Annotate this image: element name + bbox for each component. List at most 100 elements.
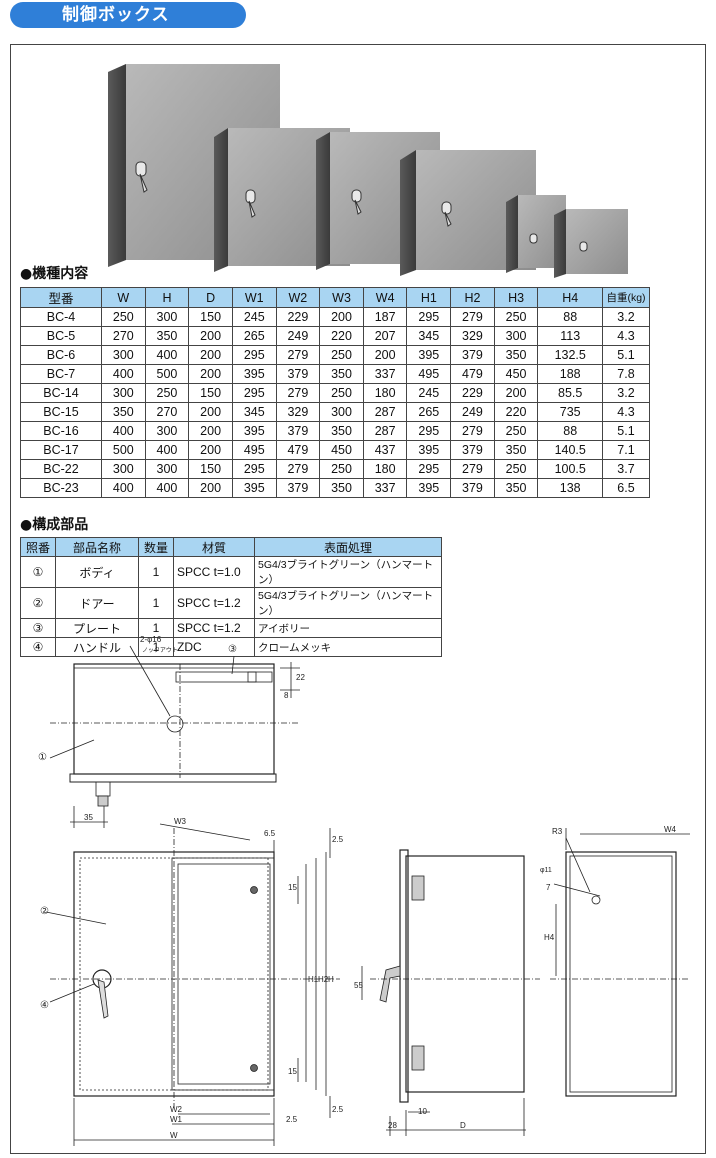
spec-table-cell: 337 bbox=[362, 478, 408, 498]
spec-table-cell: 249 bbox=[275, 326, 321, 346]
spec-table-cell: 495 bbox=[231, 440, 277, 460]
spec-table-cell: 295 bbox=[406, 459, 452, 479]
spec-table-cell: 88 bbox=[537, 307, 603, 327]
back-view bbox=[550, 828, 690, 1097]
spec-table-cell: 138 bbox=[537, 478, 603, 498]
spec-header-cell: W2 bbox=[275, 287, 321, 308]
spec-table-cell: 379 bbox=[450, 478, 495, 498]
spec-table-cell: 250 bbox=[144, 383, 190, 403]
spec-table-cell: 188 bbox=[537, 364, 603, 384]
spec-table-cell: 395 bbox=[406, 478, 452, 498]
dim-35: 35 bbox=[84, 813, 93, 822]
parts-header-cell: 表面処理 bbox=[254, 537, 442, 557]
spec-table-cell: 300 bbox=[144, 421, 190, 441]
spec-table-cell: 229 bbox=[275, 307, 321, 327]
spec-table-cell: 85.5 bbox=[537, 383, 603, 403]
spec-table-cell: 4.3 bbox=[602, 402, 650, 422]
spec-table-cell: 379 bbox=[275, 421, 321, 441]
side-view bbox=[361, 849, 540, 1136]
page-title: 制御ボックス bbox=[10, 2, 246, 28]
spec-table-cell: BC-5 bbox=[20, 326, 102, 346]
spec-table-cell: 180 bbox=[362, 383, 408, 403]
spec-table-cell: 250 bbox=[101, 307, 146, 327]
spec-header-cell: 自重(kg) bbox=[602, 287, 650, 308]
spec-table-cell: BC-23 bbox=[20, 478, 102, 498]
spec-table-cell: 300 bbox=[493, 326, 539, 346]
spec-table-cell: 3.7 bbox=[602, 459, 650, 479]
spec-table-cell: 200 bbox=[319, 307, 364, 327]
spec-table-cell: 150 bbox=[188, 383, 233, 403]
dim-2-5-bottom: 2.5 bbox=[332, 1105, 344, 1114]
dim-22: 22 bbox=[296, 673, 305, 682]
spec-table-cell: 400 bbox=[144, 440, 190, 460]
spec-table-cell: 437 bbox=[362, 440, 408, 460]
spec-table-cell: 295 bbox=[231, 459, 277, 479]
spec-table-cell: 400 bbox=[144, 345, 190, 365]
dim-w4: W4 bbox=[664, 825, 677, 834]
spec-table-cell: 200 bbox=[188, 326, 233, 346]
spec-table-cell: 300 bbox=[144, 459, 190, 479]
dim-phi11: φ11 bbox=[540, 867, 552, 874]
spec-table-cell: 279 bbox=[275, 383, 321, 403]
spec-header-cell: D bbox=[188, 287, 233, 308]
spec-table-cell: 287 bbox=[362, 421, 408, 441]
spec-table-cell: 295 bbox=[231, 383, 277, 403]
knockout-label: 2-φ16 bbox=[140, 635, 162, 644]
spec-table-cell: 200 bbox=[188, 478, 233, 498]
spec-header-cell: H bbox=[144, 287, 190, 308]
spec-table-cell: 279 bbox=[275, 459, 321, 479]
dim-7: 7 bbox=[546, 883, 551, 892]
front-view bbox=[45, 823, 340, 1146]
spec-table-cell: 200 bbox=[188, 421, 233, 441]
section-heading-parts: ●構成部品 bbox=[20, 517, 89, 533]
spec-table-cell: 295 bbox=[406, 421, 452, 441]
spec-table-cell: 400 bbox=[101, 478, 146, 498]
spec-table-cell: 220 bbox=[319, 326, 364, 346]
spec-table-cell: 345 bbox=[406, 326, 452, 346]
spec-table-cell: 7.8 bbox=[602, 364, 650, 384]
spec-table-cell: 250 bbox=[319, 345, 364, 365]
spec-table-cell: 200 bbox=[362, 345, 408, 365]
spec-table-cell: 250 bbox=[493, 307, 539, 327]
parts-table-cell: ハンドル bbox=[55, 637, 139, 657]
spec-table-cell: 279 bbox=[450, 421, 495, 441]
spec-table-cell: 350 bbox=[101, 402, 146, 422]
spec-table-cell: 279 bbox=[450, 307, 495, 327]
spec-table-cell: 220 bbox=[493, 402, 539, 422]
spec-table-cell: 187 bbox=[362, 307, 408, 327]
spec-table-cell: 250 bbox=[319, 383, 364, 403]
spec-header-cell: H3 bbox=[493, 287, 539, 308]
dim-w1: W1 bbox=[170, 1115, 183, 1124]
spec-table-cell: 395 bbox=[231, 478, 277, 498]
dim-r3: R3 bbox=[552, 827, 563, 836]
spec-table-cell: 180 bbox=[362, 459, 408, 479]
spec-table-cell: 395 bbox=[231, 421, 277, 441]
parts-table-cell: 1 bbox=[138, 556, 174, 588]
parts-table-cell: 5G4/3ブライトグリーン（ハンマートン） bbox=[254, 587, 442, 619]
spec-table-cell: 270 bbox=[144, 402, 190, 422]
spec-table-cell: 265 bbox=[406, 402, 452, 422]
dim-28: 28 bbox=[388, 1121, 397, 1130]
spec-table-cell: 200 bbox=[188, 345, 233, 365]
spec-table-cell: 400 bbox=[101, 421, 146, 441]
parts-table-cell: クロームメッキ bbox=[254, 637, 442, 657]
spec-header-cell: W bbox=[101, 287, 146, 308]
parts-header-cell: 照番 bbox=[20, 537, 56, 557]
spec-header-cell: H4 bbox=[537, 287, 603, 308]
spec-table-cell: BC-7 bbox=[20, 364, 102, 384]
spec-header-cell: 型番 bbox=[20, 287, 102, 308]
spec-table-cell: 500 bbox=[144, 364, 190, 384]
spec-header-cell: H1 bbox=[406, 287, 452, 308]
spec-table-cell: 150 bbox=[188, 459, 233, 479]
spec-table-cell: 395 bbox=[231, 364, 277, 384]
